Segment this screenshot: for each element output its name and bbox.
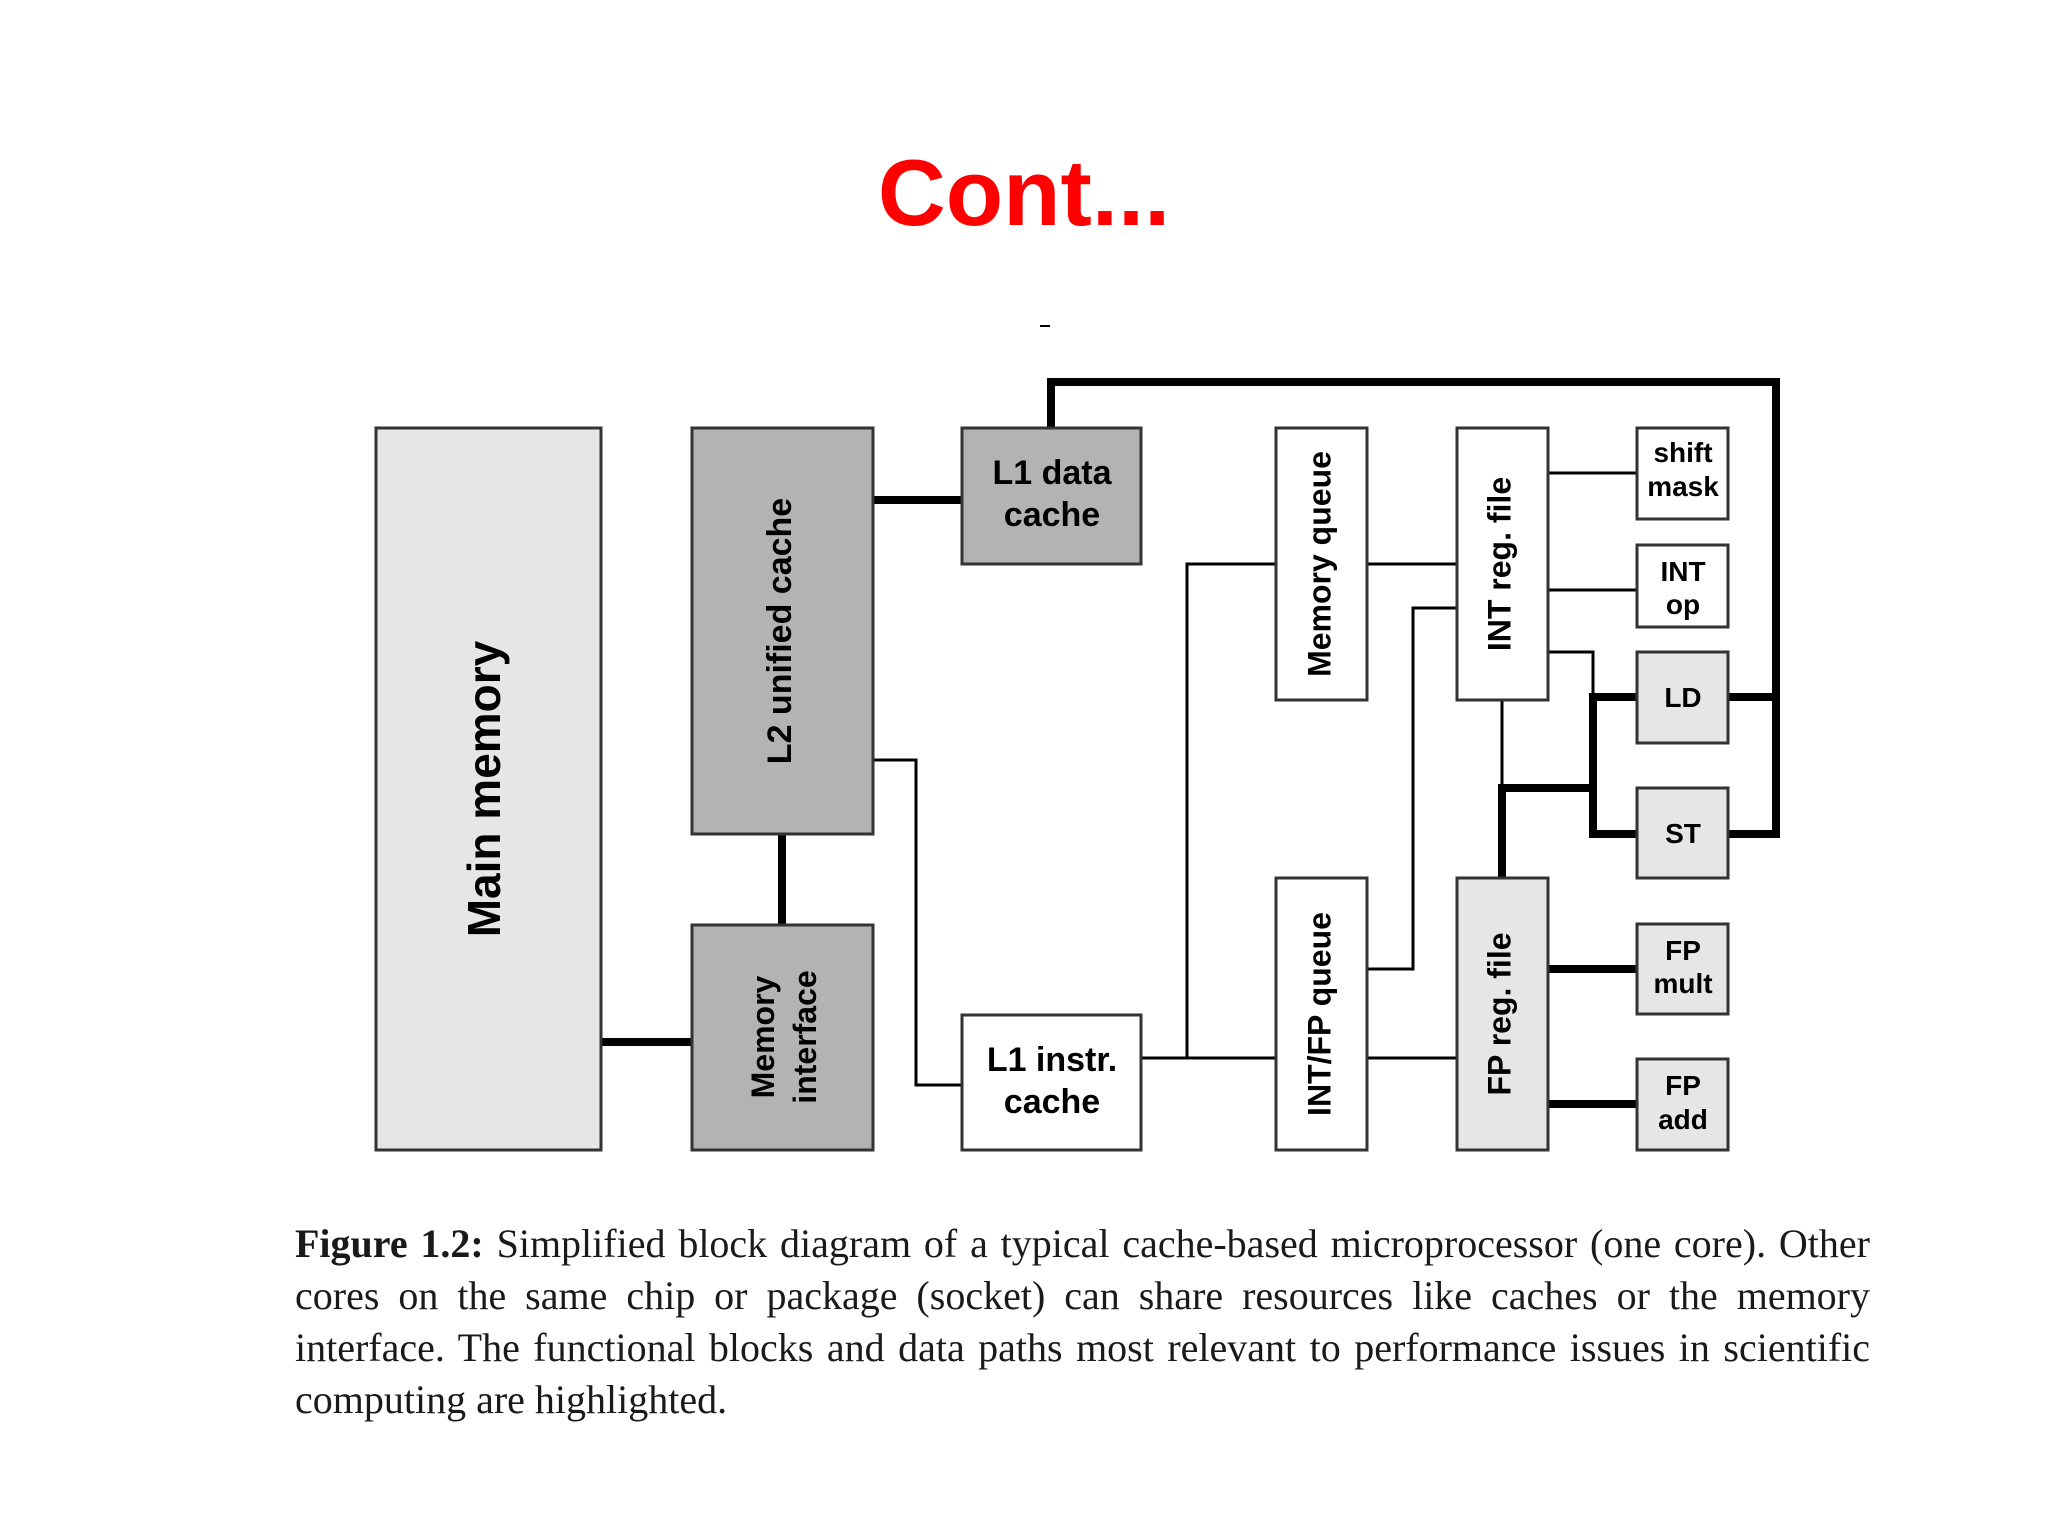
memory-interface-label-line2: interface: [787, 970, 823, 1103]
figure-caption: Figure 1.2: Simplified block diagram of …: [295, 1218, 1870, 1426]
fp-add-block: [1635, 1057, 1730, 1152]
int-reg-file-label: INT reg. file: [1481, 477, 1517, 651]
shift-mask-block: [1635, 426, 1730, 521]
fp-mult-block: [1635, 922, 1730, 1016]
highlighted-data-paths: [601, 378, 1780, 1108]
fp-mult-label-line1: FP: [1665, 935, 1701, 966]
path-l2-to-l1-instr: [873, 758, 962, 1087]
l1-instr-cache-block: [960, 1013, 1143, 1152]
l1-instr-cache-label-line2: cache: [1004, 1083, 1100, 1121]
caption-label: Figure 1.2:: [295, 1221, 484, 1266]
int-reg-file-block: [1455, 426, 1550, 702]
int-op-label-line2: op: [1666, 589, 1700, 620]
l1-data-cache-label-line1: L1 data: [992, 454, 1112, 492]
memory-queue-label: Memory queue: [1301, 451, 1337, 677]
fp-add-label-line1: FP: [1665, 1070, 1701, 1101]
int-op-block: [1635, 543, 1730, 629]
memory-queue-block: [1274, 426, 1369, 702]
int-fp-queue-label: INT/FP queue: [1301, 912, 1337, 1116]
path-l1-instr-to-memory-queue: [1185, 562, 1276, 1058]
memory-interface-label-line1: Memory: [745, 975, 781, 1098]
l1-data-cache-label-line2: cache: [1004, 496, 1100, 534]
st-label: ST: [1665, 818, 1701, 849]
fp-reg-file-label: FP reg. file: [1481, 932, 1517, 1095]
path-fp-reg-to-ld-st: [1498, 784, 1593, 878]
fp-reg-file-block: [1455, 876, 1550, 1152]
fp-add-label-line2: add: [1658, 1104, 1708, 1135]
st-block: [1635, 786, 1730, 880]
main-memory-label: Main memory: [458, 640, 510, 937]
l1-instr-cache-label-line1: L1 instr.: [987, 1041, 1117, 1079]
int-op-label-line1: INT: [1660, 556, 1705, 587]
thin-data-paths: [873, 471, 1637, 1087]
path-ld-st-bus: [1589, 693, 1637, 838]
shift-mask-label-line2: mask: [1647, 471, 1719, 502]
ld-label: LD: [1664, 682, 1701, 713]
l2-unified-cache-label: L2 unified cache: [761, 498, 799, 764]
path-int-reg-to-ld: [1548, 650, 1595, 697]
fp-mult-label-line2: mult: [1653, 968, 1712, 999]
int-fp-queue-block: [1274, 876, 1369, 1152]
path-l1-data-to-ld-st: [1047, 378, 1780, 838]
memory-interface-block: [690, 923, 875, 1152]
l1-data-cache-block: [960, 426, 1143, 566]
l2-unified-cache-block: [690, 426, 875, 836]
path-int-fp-queue-to-int-reg: [1367, 606, 1457, 971]
shift-mask-label-line1: shift: [1653, 437, 1712, 468]
slide-title: Cont...: [877, 140, 1171, 245]
ld-block: [1635, 650, 1730, 745]
main-memory-block: [374, 426, 603, 1152]
caption-text: Simplified block diagram of a typical ca…: [295, 1221, 1870, 1422]
